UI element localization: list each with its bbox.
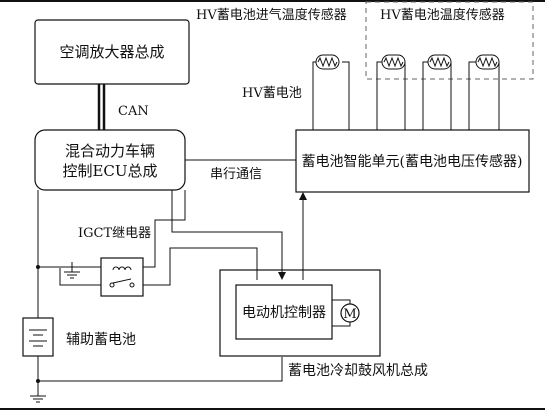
igct-label: IGCT继电器 (78, 226, 151, 241)
ground-icon-relay (64, 271, 80, 279)
ground-icon-bottom (30, 395, 46, 403)
aux-battery-label: 辅助蓄电池 (66, 332, 136, 348)
hv-ecu-box (34, 129, 186, 191)
blower-label: 蓄电池冷却鼓风机总成 (288, 363, 428, 379)
battery-smart-unit-box (295, 129, 530, 193)
intake-thermistor-icon (315, 54, 340, 70)
hv-ecu-label-line2: 控制ECU总成 (62, 162, 157, 180)
ecu-to-controller-wire (171, 190, 283, 272)
temp-thermistor-icon-3 (475, 54, 500, 70)
motor-symbol: M (343, 307, 356, 322)
unit-input-arrow (299, 192, 307, 200)
relay-contact-left (109, 282, 115, 288)
temp-sensor-label: HV蓄电池温度传感器 (380, 7, 505, 23)
blower-assembly-box (219, 269, 381, 357)
blower-ground-wire (38, 357, 283, 382)
motor-controller-box (235, 284, 333, 340)
can-label: CAN (118, 104, 149, 119)
motor-wire-top (332, 299, 351, 305)
battery-smart-unit-label: 蓄电池智能单元(蓄电池电压传感器) (302, 153, 523, 170)
igct-relay-box (100, 257, 144, 297)
hv-ecu-label-line1: 混合动力车辆 (65, 142, 155, 160)
temp-sensor-dashed-box (365, 1, 534, 80)
aux-battery-icon (22, 317, 54, 357)
ac-amplifier-label: 空调放大器总成 (59, 43, 164, 61)
controller-input-arrow (278, 272, 286, 280)
relay-coil-ecu-wire (143, 190, 186, 268)
aux-battery-cells (29, 329, 47, 347)
relay-contact-right (129, 282, 135, 288)
temp-thermistor-icon-1 (381, 54, 406, 70)
relay-to-blower-wire (143, 247, 258, 286)
relay-contact-supply-wire (59, 268, 101, 286)
relay-switch-icon (112, 278, 132, 284)
intake-sensor-label: HV蓄电池进气温度传感器 (196, 7, 347, 23)
relay-coil-icon (112, 266, 132, 271)
hv-battery-label: HV蓄电池 (242, 86, 302, 101)
thermistor-wiring (312, 61, 500, 130)
temp-thermistor-icon-2 (427, 54, 452, 70)
serial-label: 串行通信 (210, 167, 262, 182)
motor-icon (340, 303, 360, 323)
motor-wire-bottom (332, 321, 351, 327)
motor-controller-label: 电动机控制器 (242, 305, 326, 321)
ac-amplifier-box (34, 19, 190, 85)
